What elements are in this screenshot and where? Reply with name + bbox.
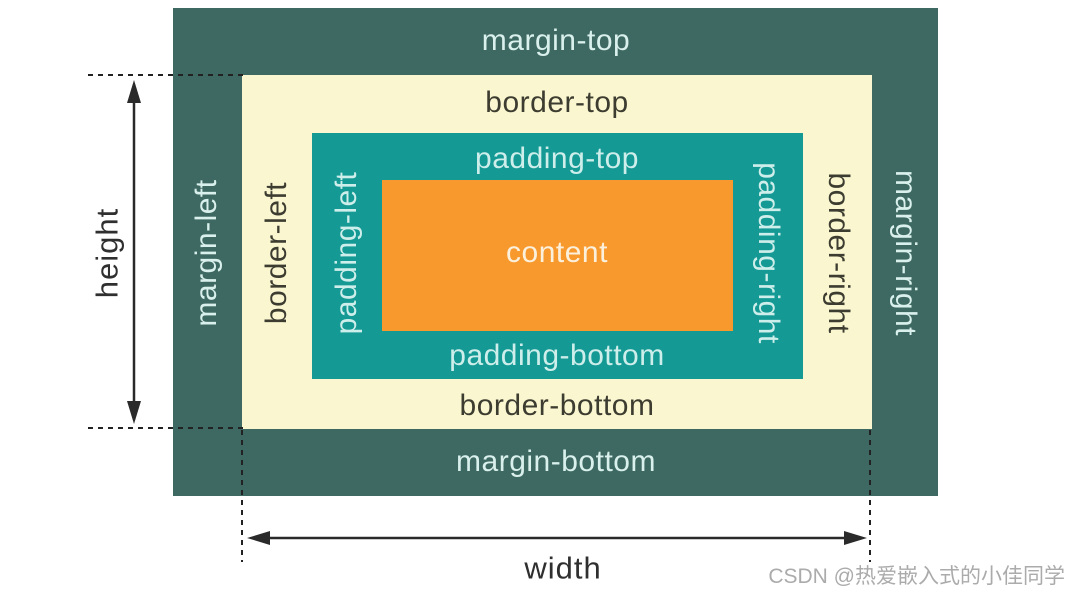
margin-bottom-label: margin-bottom [456, 445, 656, 478]
margin-right-label: margin-right [889, 169, 922, 337]
border-bottom-label: border-bottom [459, 389, 655, 422]
padding-top-label: padding-top [475, 142, 639, 175]
border-top-label: border-top [485, 86, 629, 119]
margin-top-label: margin-top [481, 24, 631, 57]
height-label: height [89, 207, 125, 299]
content-label: content [506, 236, 608, 269]
border-left-label: border-left [260, 181, 293, 325]
width-label: width [524, 550, 602, 586]
padding-right-label: padding-right [752, 162, 785, 344]
border-right-label: border-right [822, 172, 855, 334]
padding-bottom-label: padding-bottom [449, 339, 665, 372]
watermark: CSDN @热爱嵌入式的小佳同学 [768, 565, 1065, 588]
width-arrow [247, 531, 867, 545]
height-arrow [127, 80, 141, 424]
padding-left-label: padding-left [330, 171, 363, 335]
margin-left-label: margin-left [190, 179, 223, 327]
content-box [382, 180, 733, 331]
